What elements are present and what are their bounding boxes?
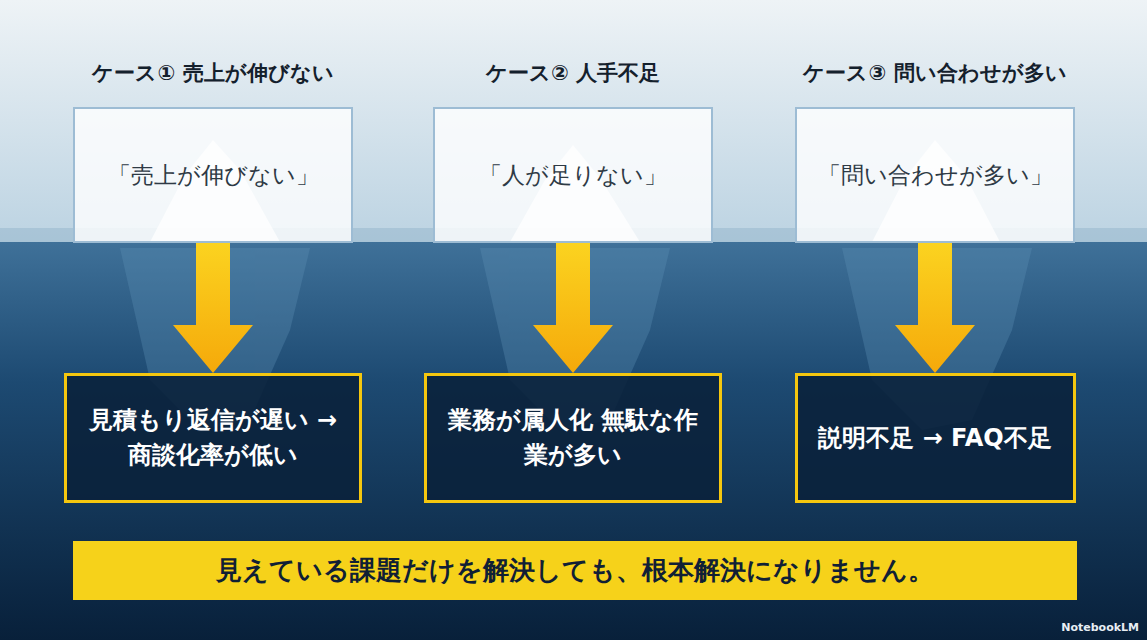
root-cause-box: 見積もり返信が遅い → 商談化率が低い: [64, 373, 362, 503]
cause-text: 業務が属人化 無駄な作業が多い: [427, 403, 719, 473]
root-cause-box: 説明不足 → FAQ不足: [795, 373, 1076, 503]
down-arrow: [895, 243, 975, 373]
down-arrow: [173, 243, 253, 373]
visible-issue-box: ケース③ 問い合わせが多い「問い合わせが多い」: [795, 107, 1075, 243]
down-arrow: [533, 243, 613, 373]
case-heading: ケース③ 問い合わせが多い: [803, 59, 1066, 87]
cause-text: 見積もり返信が遅い → 商談化率が低い: [67, 403, 359, 473]
sky: [0, 0, 1147, 242]
conclusion-band: 見えている課題だけを解決しても、根本解決になりません。: [73, 541, 1077, 600]
case-heading: ケース② 人手不足: [486, 59, 660, 87]
watermark: NotebookLM: [1061, 621, 1139, 634]
case-heading: ケース① 売上が伸びない: [92, 59, 333, 87]
visible-issue-box: ケース① 売上が伸びない「売上が伸びない」: [73, 107, 353, 243]
cause-text: 説明不足 → FAQ不足: [806, 421, 1063, 456]
root-cause-box: 業務が属人化 無駄な作業が多い: [424, 373, 722, 503]
visible-issue-box: ケース② 人手不足「人が足りない」: [433, 107, 713, 243]
issue-text: 「売上が伸びない」: [108, 160, 319, 191]
issue-text: 「人が足りない」: [479, 160, 667, 191]
issue-text: 「問い合わせが多い」: [818, 160, 1053, 191]
conclusion-text: 見えている課題だけを解決しても、根本解決になりません。: [216, 553, 934, 588]
sea: [0, 242, 1147, 640]
